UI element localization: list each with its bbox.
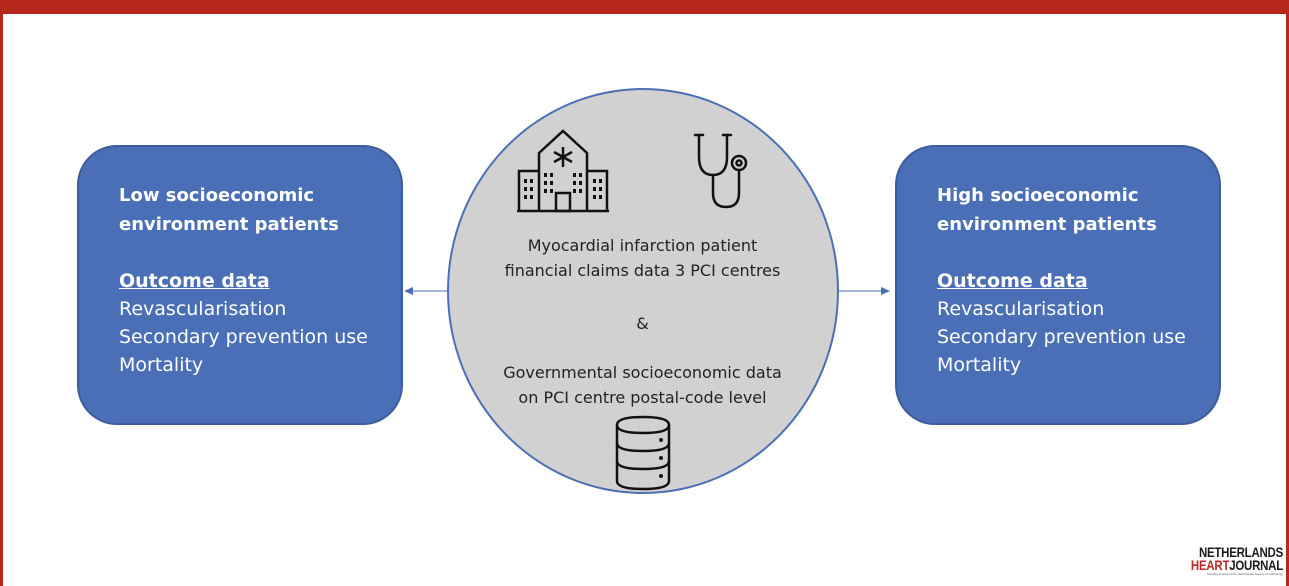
high-ses-box: High socioeconomic environment patients … — [895, 145, 1221, 425]
claims-data-line-2: financial claims data 3 PCI centres — [504, 261, 781, 280]
low-ses-outcome-item: Mortality — [119, 354, 204, 376]
logo-journal-word: JOURNAL — [1229, 557, 1283, 573]
netherlands-heart-journal-logo: NETHERLANDS HEARTJOURNAL Monthly Journal… — [1163, 544, 1283, 576]
low-ses-outcome-heading: Outcome data — [119, 270, 270, 292]
high-ses-outcome-item: Secondary prevention use — [937, 326, 1186, 348]
ampersand: & — [636, 314, 649, 333]
socioeconomic-data-line-2: on PCI centre postal-code level — [518, 388, 767, 407]
low-ses-outcome-item: Secondary prevention use — [119, 326, 368, 348]
logo-tagline: Monthly Journal of the Netherlands Socie… — [1207, 572, 1283, 576]
low-ses-box: Low socioeconomic environment patients O… — [77, 145, 403, 425]
logo-line-2: HEARTJOURNAL — [1185, 557, 1283, 573]
left-arrow — [404, 287, 449, 295]
socioeconomic-data-line-1: Governmental socioeconomic data — [503, 363, 782, 382]
low-ses-outcome-item: Revascularisation — [119, 298, 287, 320]
high-ses-outcome-item: Revascularisation — [937, 298, 1105, 320]
high-ses-outcome-heading: Outcome data — [937, 270, 1088, 292]
high-ses-outcome-item: Mortality — [937, 354, 1022, 376]
hospital-icon — [517, 129, 609, 213]
low-ses-title: Low socioeconomic environment patients — [119, 185, 339, 235]
database-icon — [615, 415, 671, 491]
claims-data-line-1: Myocardial infarction patient — [527, 236, 758, 255]
right-arrow — [837, 287, 890, 295]
logo-line-1: NETHERLANDS — [1198, 544, 1283, 560]
high-ses-title: High socioeconomic environment patients — [937, 185, 1157, 235]
stethoscope-icon — [693, 133, 748, 209]
logo-heart-word: HEART — [1190, 557, 1230, 573]
data-sources-circle — [447, 88, 839, 494]
